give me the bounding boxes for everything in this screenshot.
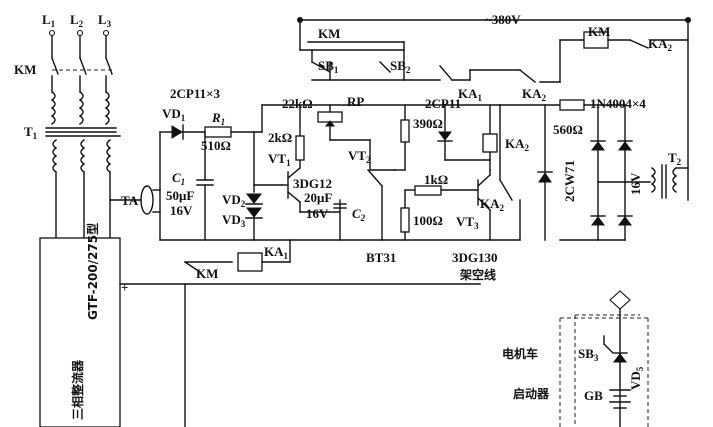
transformer-t1 [45,91,121,239]
label-plus: + [121,280,128,295]
label-starter: 启动器 [513,386,550,401]
label-sb2: SB2 [390,58,411,75]
control-380v [297,17,691,201]
label-r-390: 390Ω [413,116,443,131]
label-380v: ~380V [485,12,521,27]
label-km-coil: KM [588,24,610,39]
label-vd2: VD2 [222,192,246,209]
label-bt31: BT31 [366,250,396,265]
label-r-2k: 2kΩ [268,130,292,145]
label-vd3: VD3 [222,212,246,229]
label-vt3: VT3 [456,214,479,231]
label-ka2-top: KA2 [648,36,673,53]
label-overhead-line: 架空线 [459,267,496,282]
label-r-100: 100Ω [413,213,443,228]
label-vd1: VD1 [162,106,186,123]
label-vd5: VD5 [628,366,645,390]
label-vt2: VT2 [348,148,371,165]
label-r-560: 560Ω [553,122,583,137]
label-ka2-mid: KA2 [522,86,547,103]
label-16v: 16V [628,172,643,195]
label-2cp11: 2CP11 [425,96,461,111]
label-sb3: SB3 [578,346,599,363]
power-supply-right [499,99,689,241]
label-vt1-type: 3DG12 [293,176,332,191]
label-rectifier-model: GTF-200/275型 [85,223,100,320]
label-c1-volt: 16V [170,203,193,218]
label-vt3-type: 3DG130 [452,250,498,265]
label-c1-cap: 50μF [166,188,194,203]
label-c2-cap: 20μF [304,190,332,205]
label-2cw71: 2CW71 [562,160,577,202]
label-l1: L1 [42,12,56,29]
label-sb1: SB1 [318,58,339,75]
label-r1: R1 [211,110,225,127]
label-rectifier-name: 三相整流器 [70,359,85,420]
label-rp: RP [347,94,364,109]
label-l3: L3 [98,12,112,29]
label-t1: T1 [24,124,38,141]
label-locomotive: 电机车 [502,346,538,361]
label-t2: T2 [668,150,682,167]
label-ka1-top: KA1 [458,86,483,103]
relay-driver [437,104,521,241]
label-r-1k: 1kΩ [424,172,448,187]
rectifier-box [39,237,121,427]
label-km-top: KM [318,26,340,41]
label-km-bottom: KM [196,266,218,281]
label-vd1-type: 2CP11×3 [170,86,221,101]
label-bridge-type: 1N4004×4 [590,96,646,111]
label-gb: GB [584,388,603,403]
label-rp-value: 22kΩ [282,96,313,111]
label-vt1: VT1 [268,151,291,168]
label-km-main: KM [14,62,36,77]
phase-inputs [48,29,113,93]
label-c1: C1 [172,170,185,187]
locomotive-starter [559,290,649,427]
label-l2: L2 [70,12,84,29]
label-r1-value: 510Ω [201,138,231,153]
current-transformer-ta [109,185,161,215]
label-ka2-contact: KA2 [480,196,505,213]
label-c2-volt: 16V [306,206,329,221]
label-c2: C2 [352,206,366,223]
label-ta: TA [121,193,139,208]
bottom-relay [184,239,291,273]
timing-section [261,104,501,241]
label-ka1-coil: KA1 [264,244,289,261]
label-ka2-coil: KA2 [505,136,530,153]
